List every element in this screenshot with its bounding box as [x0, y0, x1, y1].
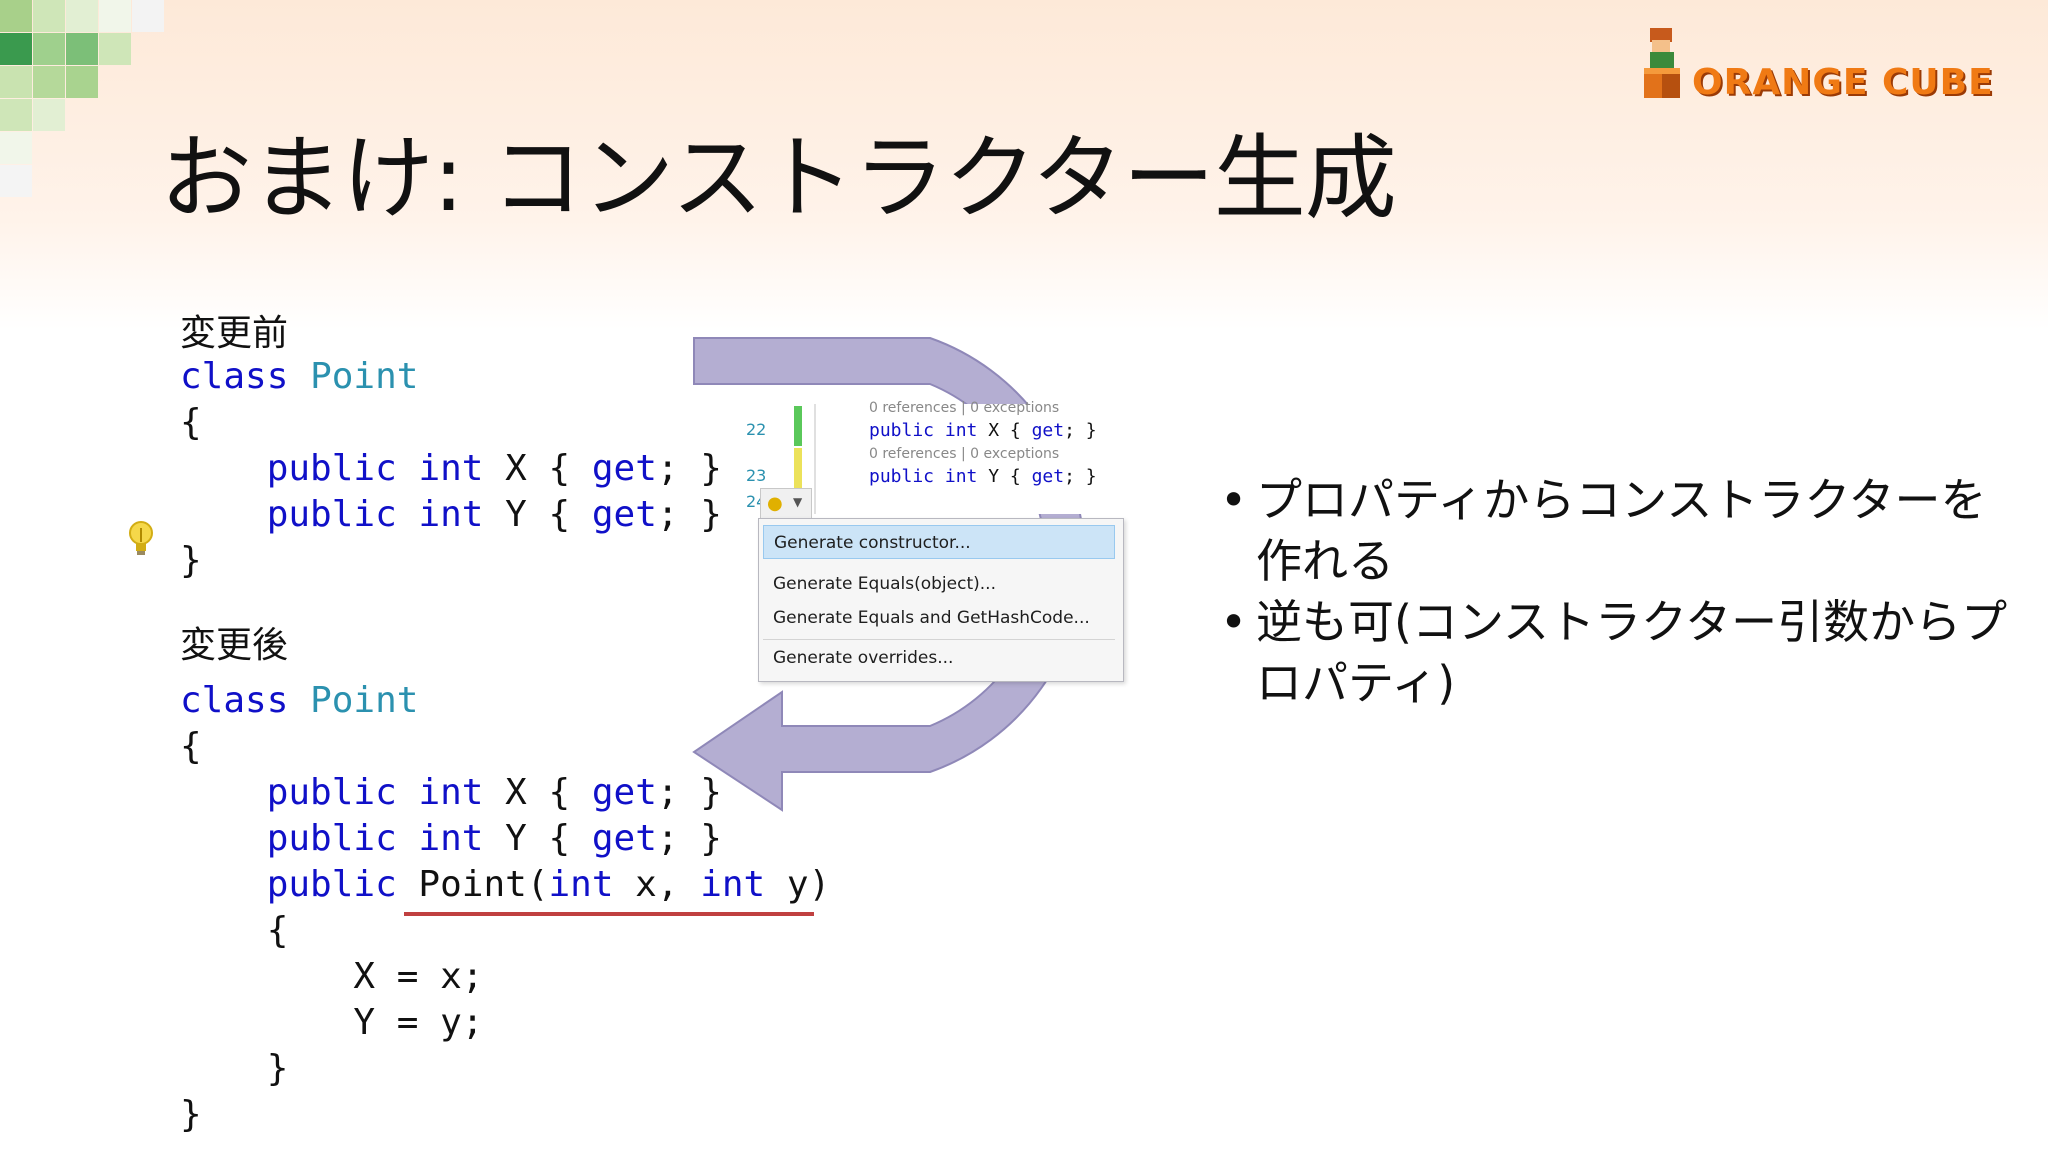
after-label: 変更後	[180, 625, 289, 666]
change-bar	[794, 406, 802, 446]
bullet-item: 逆も可(コンストラクター引数からプロパティ)	[1220, 592, 2020, 714]
logo-text: ORANGE CUBE	[1692, 62, 1994, 103]
code-keyword: class	[180, 680, 289, 721]
mascot-icon	[1644, 28, 1680, 98]
code-keyword: class	[180, 356, 289, 397]
slide-title: おまけ: コンストラクター生成	[160, 125, 1397, 232]
chevron-down-icon: ▼	[793, 495, 803, 509]
menu-item-generate-equals[interactable]: Generate Equals(object)...	[773, 574, 996, 594]
menu-item-generate-constructor[interactable]: Generate constructor...	[763, 525, 1115, 559]
codelens-meta: 0 references | 0 exceptions	[869, 446, 1060, 462]
menu-item-generate-overrides[interactable]: Generate overrides...	[773, 648, 954, 668]
quick-actions-menu: Generate constructor... Generate Equals(…	[758, 518, 1124, 682]
code-class-name: Point	[310, 680, 419, 721]
constructor-underline	[404, 912, 814, 916]
change-bar	[794, 448, 802, 494]
after-code: class Point { public int X { get; } publ…	[180, 680, 831, 1135]
before-code: class Point { public int X { get; } publ…	[180, 356, 722, 581]
before-label: 変更前	[180, 313, 289, 354]
lightbulb-icon: ●	[767, 493, 783, 514]
editor-line: public int X { get; }	[869, 420, 1097, 441]
lightbulb-icon[interactable]	[128, 520, 154, 558]
menu-item-generate-equals-gethashcode[interactable]: Generate Equals and GetHashCode...	[773, 608, 1090, 628]
orange-cube-logo: ORANGE CUBE	[1640, 24, 1993, 104]
editor-line: public int Y { get; }	[869, 466, 1097, 487]
line-number: 23	[746, 466, 767, 485]
quick-actions-button[interactable]: ● ▼	[760, 488, 812, 520]
bullet-item: プロパティからコンストラクターを作れる	[1220, 470, 2020, 592]
line-number: 22	[746, 420, 767, 439]
menu-separator	[763, 639, 1115, 640]
bullet-list: プロパティからコンストラクターを作れる 逆も可(コンストラクター引数からプロパテ…	[1220, 470, 2020, 714]
code-class-name: Point	[310, 356, 419, 397]
codelens-meta: 0 references | 0 exceptions	[869, 400, 1060, 416]
